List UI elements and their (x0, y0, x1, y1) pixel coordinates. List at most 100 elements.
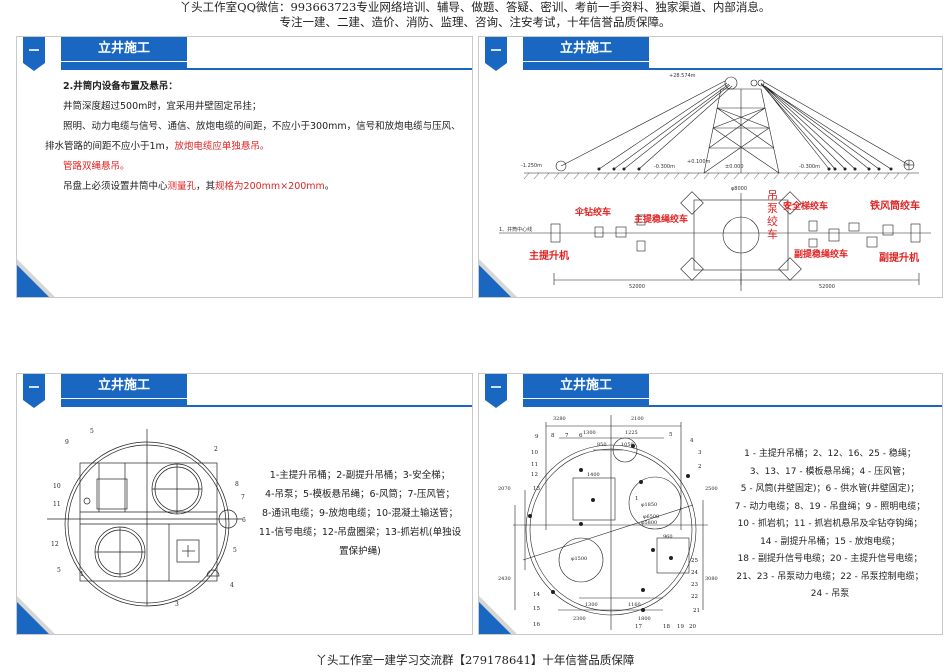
svg-text:φ5800: φ5800 (641, 520, 657, 526)
legend-line: 18 - 副提升信号电缆；20 - 主提升信号电缆； (737, 554, 923, 564)
svg-text:10: 10 (53, 483, 61, 490)
svg-text:-1.250m: -1.250m (521, 163, 542, 169)
header-line-2: 专注一建、二建、造价、消防、监理、咨询、注安考试，十年信誉品质保障。 (279, 15, 671, 29)
highlight-text: 测量孔 (167, 181, 197, 192)
highlight-text: 规格为200mm×200mm (215, 181, 325, 192)
body-text: 。 (324, 181, 335, 192)
body-para-2a: 照明、动力电缆与信号、通信、放炮电缆的间距，不应小于300mm，信号和放炮电缆与… (63, 121, 461, 132)
svg-text:4: 4 (230, 582, 234, 589)
body-para-1: 井筒深度超过500m时，宜采用井壁固定吊挂； (63, 101, 262, 112)
footer-banner: 丫头工作室一建学习交流群【279178641】十年信誉品质保障 (315, 653, 635, 667)
slide-4[interactable]: 立井施工 3280 2100 (478, 373, 943, 635)
svg-text:1160: 1160 (628, 602, 641, 608)
svg-text:2100: 2100 (631, 416, 644, 422)
dash-icon (491, 386, 501, 388)
legend-line: 8-通讯电缆；9-放炮电缆；10-混凝土输送管； (262, 508, 458, 519)
corner-accent (479, 602, 511, 634)
svg-text:20: 20 (689, 624, 696, 630)
svg-text:11: 11 (531, 462, 538, 468)
legend-block: 1 - 主提升吊桶；2、12、16、25 - 稳绳； 3、13、17 - 模板悬… (719, 446, 941, 604)
svg-text:960: 960 (663, 534, 673, 540)
legend-line: 24 - 吊泵 (810, 589, 850, 599)
label-ladder-winch: 安全梯绞车 (783, 202, 829, 212)
label-main-hoist: 主提升机 (529, 251, 569, 262)
title-rule (523, 405, 942, 407)
slide-title: 立井施工 (523, 374, 649, 398)
svg-text:8: 8 (551, 433, 555, 439)
svg-text:φ1850: φ1850 (641, 502, 657, 508)
elevation-label: +28.574m (669, 73, 696, 79)
svg-text:7: 7 (565, 433, 569, 439)
corner-accent (17, 602, 49, 634)
svg-text:φ6500: φ6500 (643, 514, 659, 520)
svg-text:15: 15 (533, 606, 540, 612)
svg-text:-0.300m: -0.300m (654, 164, 675, 170)
legend-line: 1-主提升吊桶；2-副提升吊桶；3-安全梯； (269, 470, 451, 481)
svg-text:2070: 2070 (498, 486, 511, 492)
slide-1[interactable]: 立井施工 2.井筒内设备布置及悬吊： 井筒深度超过500m时，宜采用井壁固定吊挂… (16, 36, 473, 298)
slide-2[interactable]: 立井施工 (478, 36, 943, 298)
title-underline (61, 398, 187, 405)
dash-icon (491, 49, 501, 51)
svg-text:24: 24 (691, 570, 698, 576)
svg-text:17: 17 (635, 624, 642, 630)
svg-text:23: 23 (691, 582, 698, 588)
svg-text:φ1500: φ1500 (571, 556, 587, 562)
legend-line: 3、13、17 - 模板悬吊绳；4 - 压风管； (749, 466, 911, 477)
svg-text:3080: 3080 (705, 576, 718, 582)
svg-text:1225: 1225 (625, 430, 638, 436)
svg-text:φ8000: φ8000 (731, 186, 747, 192)
body-para-2b: 排水管路的间距不应小于1m，放炮电缆应单独悬吊。 (45, 137, 465, 157)
svg-text:52000: 52000 (629, 284, 645, 290)
svg-text:14: 14 (533, 592, 540, 598)
body-para-4: 吊盘上必须设置井筒中心测量孔，其规格为200mm×200mm。 (45, 177, 465, 197)
svg-text:9: 9 (535, 434, 539, 440)
svg-text:1: 1 (635, 496, 639, 502)
slide-title: 立井施工 (61, 37, 187, 61)
body-para-3: 管路双绳悬吊。 (63, 161, 130, 172)
svg-text:1050: 1050 (621, 442, 634, 448)
body-text: ，其 (196, 181, 216, 192)
svg-text:25: 25 (691, 558, 698, 564)
svg-text:7: 7 (241, 494, 245, 501)
legend-line: 置保护绳) (339, 546, 381, 557)
legend-line: 14 - 副提升吊桶；15 - 放炮电缆； (760, 536, 900, 547)
label-main-stabilizer-winch: 主提稳绳绞车 (634, 215, 689, 225)
legend-line: 5 - 风筒(井壁固定)；6 - 供水管(井壁固定)； (740, 484, 920, 494)
svg-text:10: 10 (531, 450, 538, 456)
svg-text:21: 21 (693, 608, 700, 614)
dash-icon (29, 49, 39, 51)
svg-text:1300: 1300 (585, 602, 598, 608)
header-banner: 丫头工作室QQ微信：993663723专业网络培训、辅导、做题、答疑、密训、考前… (0, 0, 950, 30)
svg-text:22: 22 (691, 594, 698, 600)
svg-text:8: 8 (235, 481, 239, 488)
svg-text:5: 5 (57, 567, 61, 574)
label-pump-winch: 吊泵绞车 (767, 189, 778, 241)
svg-text:12: 12 (531, 472, 538, 478)
legend-line: 4-吊泵；5-模板悬吊绳；6-风筒；7-压风管； (265, 489, 455, 500)
svg-text:±0.000: ±0.000 (725, 164, 744, 170)
body-text: 排水管路的间距不应小于1m， (45, 141, 175, 152)
legend-line: 1 - 主提升吊桶；2、12、16、25 - 稳绳； (744, 449, 916, 459)
title-rule (523, 68, 942, 70)
section-badge (23, 37, 45, 71)
svg-text:2430: 2430 (498, 576, 511, 582)
title-rule (61, 405, 472, 407)
legend-block: 1-主提升吊桶；2-副提升吊桶；3-安全梯； 4-吊泵；5-模板悬吊绳；6-风筒… (255, 466, 465, 561)
svg-text:1: 1 (80, 571, 84, 578)
title-underline (523, 398, 649, 405)
winch-layout-plan: 1、井筒中心线 52000 52000 φ8000 (499, 186, 931, 291)
svg-text:850: 850 (597, 442, 607, 448)
svg-text:1300: 1300 (583, 430, 596, 436)
svg-text:16: 16 (533, 622, 540, 628)
svg-text:18: 18 (663, 624, 670, 630)
dash-icon (29, 386, 39, 388)
svg-text:1800: 1800 (638, 616, 651, 622)
title-rule (61, 68, 472, 70)
svg-text:3: 3 (175, 601, 179, 608)
svg-text:2500: 2500 (705, 486, 718, 492)
slide-title: 立井施工 (61, 374, 187, 398)
svg-text:3280: 3280 (553, 416, 566, 422)
